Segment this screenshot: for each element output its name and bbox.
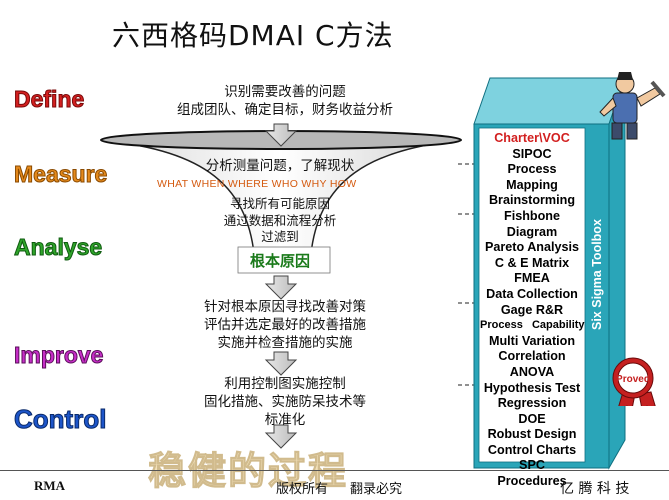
control-line-2: 固化措施、实施防呆技术等 (204, 394, 366, 410)
tool-item: Control Charts (487, 442, 577, 457)
tool-item: SIPOC (512, 146, 552, 161)
tool-item: SPC (519, 458, 545, 473)
toolbox-tool-list: Charter\VOC SIPOC Process Mapping Brains… (480, 131, 585, 490)
define-line-1: 识别需要改善的问题 (224, 84, 346, 100)
control-line-1: 利用控制图实施控制 (224, 376, 346, 392)
control-description: 利用控制图实施控制 固化措施、实施防呆技术等 标准化 (170, 375, 400, 429)
tool-item: Regression (497, 396, 567, 411)
analyse-line-2: 通过数据和流程分析 (223, 212, 337, 228)
root-cause-label: 根本原因 (250, 252, 311, 270)
five-w-one-h: WHAT WHEN WHERE WHO WHY HOW (157, 178, 357, 190)
root-cause-box (237, 246, 331, 274)
tool-item: Brainstorming (488, 193, 576, 208)
arrow-define-to-funnel (264, 123, 298, 147)
arrow-control-bottom (264, 424, 298, 449)
worker-figure (599, 72, 666, 140)
tool-item: ANOVA (509, 364, 555, 379)
phase-measure: Measure (13, 161, 108, 188)
analyse-line-1: 寻找所有可能原因 (229, 196, 330, 211)
analyse-description: 寻找所有可能原因 通过数据和流程分析 过滤到 (200, 196, 360, 246)
tool-item: Correlation (498, 349, 566, 364)
improve-line-2: 评估并选定最好的改善措施 (204, 317, 366, 333)
tool-item: Procedures (497, 474, 567, 489)
tool-item: Process Capability (480, 319, 585, 332)
tool-item: Pareto Analysis (484, 240, 580, 255)
phase-analyse: Analyse (13, 234, 103, 261)
measure-description: 分析测量问题，了解现状 (205, 158, 355, 174)
footer-divider (0, 470, 669, 471)
tool-item: Data Collection (486, 286, 578, 301)
footer-no-copy: 翻录必究 (350, 482, 403, 497)
define-line-2: 组成团队、确定目标，财务收益分析 (177, 102, 393, 118)
proved-badge-text: Proved (616, 374, 650, 385)
improve-description: 针对根本原因寻找改善对策 评估并选定最好的改善措施 实施并检查措施的实施 (170, 298, 400, 352)
phase-control: Control (13, 404, 107, 435)
improve-line-3: 实施并检查措施的实施 (217, 335, 353, 351)
tool-item: C & E Matrix (494, 255, 570, 270)
tool-item: Charter\VOC (494, 131, 570, 145)
control-line-3: 标准化 (264, 412, 306, 428)
phase-improve: Improve (13, 342, 104, 369)
page-title: 六西格码DMAI C方法 (112, 19, 394, 52)
footer-copyright: 版权所有 (276, 482, 329, 497)
define-description: 识别需要改善的问题 组成团队、确定目标，财务收益分析 (150, 83, 420, 119)
toolbox-box (473, 77, 626, 470)
toolbox-label: Six Sigma Toolbox (590, 219, 604, 330)
tool-item: Hypothesis Test (483, 380, 581, 395)
tool-item: Fishbone Diagram (504, 208, 560, 239)
footer-company: 亿 腾 科 技 (560, 481, 630, 497)
proved-badge: Proved (612, 357, 656, 406)
tool-item: Gage R&R (500, 302, 564, 317)
arrow-root-to-improve (264, 275, 298, 300)
tool-item: FMEA (514, 271, 550, 286)
footer-left: RMA (34, 478, 66, 493)
arrow-improve-to-control (264, 351, 298, 376)
tool-item: Multi Variation (488, 333, 576, 348)
tool-item: Process Mapping (506, 162, 558, 192)
improve-line-1: 针对根本原因寻找改善对策 (204, 299, 366, 315)
tool-item: Robust Design (487, 427, 577, 442)
analyse-line-3: 过滤到 (261, 229, 299, 244)
phase-define: Define (13, 86, 85, 113)
tool-item: DOE (518, 411, 546, 426)
